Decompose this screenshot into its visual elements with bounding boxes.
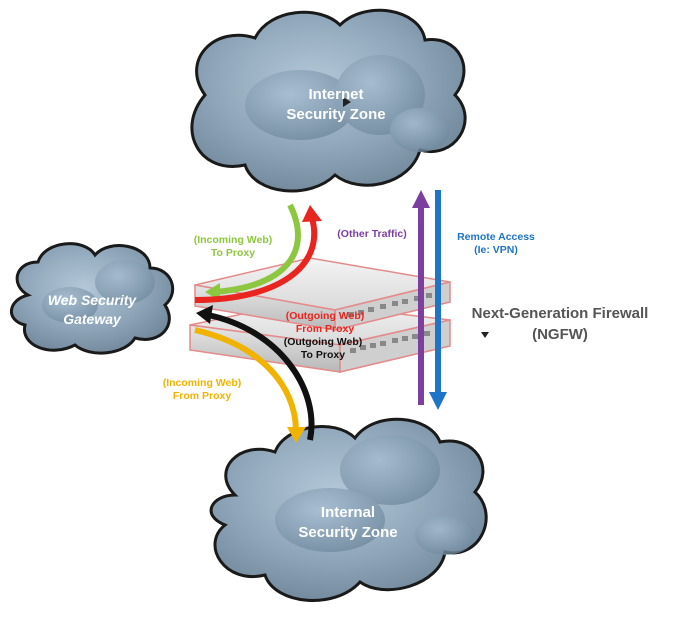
internet-security-zone-cloud: Internet Security Zone xyxy=(190,8,467,193)
remote-access-label-line2: (Ie: VPN) xyxy=(474,244,518,256)
flow-outgoing-from-proxy-arrow xyxy=(194,205,322,303)
flow-outgoing-to-proxy-arrow xyxy=(196,305,315,441)
outgoing-from-proxy-label-line1: (Outgoing Web) xyxy=(286,310,365,322)
web-gateway-label-line1: Web Security xyxy=(48,292,138,308)
web-gateway-label-line2: Gateway xyxy=(63,311,122,327)
internal-cloud-label-line2: Security Zone xyxy=(298,524,397,541)
internet-cloud-label-line1: Internet xyxy=(308,86,363,103)
ngfw-label-line2: (NGFW) xyxy=(532,326,588,343)
outgoing-to-proxy-label-line2: To Proxy xyxy=(301,349,345,361)
incoming-from-proxy-label-line2: From Proxy xyxy=(173,390,232,402)
other-traffic-label: (Other Traffic) xyxy=(337,228,406,240)
web-security-gateway-cloud: Web Security Gateway xyxy=(10,242,175,355)
incoming-to-proxy-label-line2: To Proxy xyxy=(211,247,255,259)
flow-other-traffic-arrow xyxy=(412,190,430,405)
internet-cloud-label-line2: Security Zone xyxy=(286,106,385,123)
small-triangle-marker-icon xyxy=(481,332,489,338)
internal-cloud-label-line1: Internal xyxy=(321,504,375,521)
outgoing-to-proxy-label-line1: (Outgoing Web) xyxy=(284,336,363,348)
ngfw-label-line1: Next-Generation Firewall xyxy=(472,305,649,322)
remote-access-label-line1: Remote Access xyxy=(457,231,535,243)
flow-incoming-from-proxy-arrow xyxy=(194,327,306,443)
outgoing-from-proxy-label-line2: From Proxy xyxy=(296,323,355,335)
flow-remote-access-arrow xyxy=(429,190,447,410)
internal-security-zone-cloud: Internal Security Zone xyxy=(209,417,488,602)
incoming-to-proxy-label-line1: (Incoming Web) xyxy=(194,234,273,246)
incoming-from-proxy-label-line1: (Incoming Web) xyxy=(163,377,242,389)
